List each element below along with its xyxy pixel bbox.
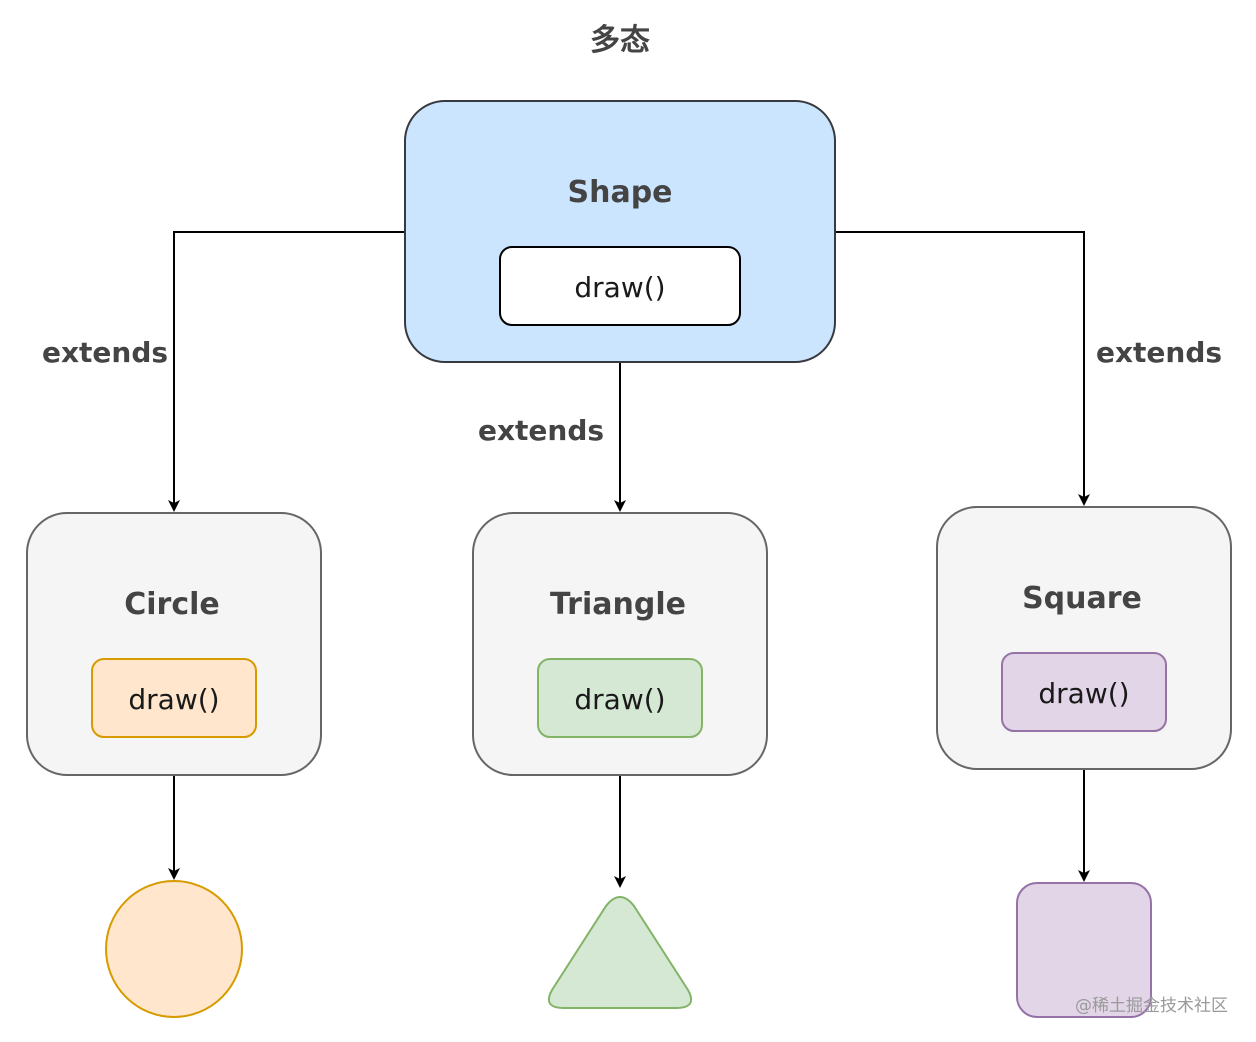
edge-shape-to-square: [835, 231, 1090, 506]
square-method-label: draw(): [1038, 677, 1129, 710]
circle-class-name: Circle: [124, 587, 220, 622]
square-class-name: Square: [1022, 581, 1142, 616]
subclass-circle: Circle draw(): [26, 512, 322, 776]
shape-method-label: draw(): [574, 271, 665, 304]
triangle-method-label: draw(): [574, 683, 665, 716]
subclass-square: Square draw(): [936, 506, 1232, 770]
shape-method-box: [499, 246, 741, 326]
result-circle-shape: [105, 880, 243, 1018]
edge-label-triangle: extends: [478, 414, 604, 447]
watermark-text: @稀土掘金技术社区: [1075, 996, 1228, 1016]
edge-label-square: extends: [1096, 336, 1222, 369]
result-triangle-shape: [548, 896, 692, 1009]
subclass-triangle: Triangle draw(): [472, 512, 768, 776]
triangle-method-box: [537, 658, 703, 738]
square-method-box: [1001, 652, 1167, 732]
diagram-title: 多态: [590, 23, 650, 58]
shape-class-name: Shape: [567, 175, 672, 210]
edge-shape-to-circle: [168, 231, 405, 512]
triangle-class-name: Triangle: [550, 587, 686, 622]
base-class-shape: Shape draw(): [404, 100, 836, 363]
circle-method-label: draw(): [128, 683, 219, 716]
edge-label-circle: extends: [42, 336, 168, 369]
circle-method-box: [91, 658, 257, 738]
result-square-shape: [1016, 882, 1152, 1018]
